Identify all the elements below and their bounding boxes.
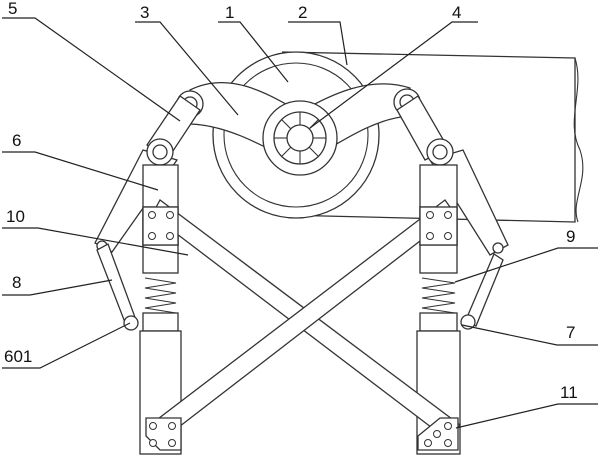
label-6: 6: [12, 131, 21, 150]
label-4: 4: [452, 3, 461, 22]
labels: 5 3 1 2 4 6 10 8 601 9 7 11: [4, 0, 578, 402]
hub: [262, 100, 338, 176]
label-10: 10: [6, 207, 25, 226]
lower-links: [96, 243, 504, 331]
label-3: 3: [140, 3, 149, 22]
label-2: 2: [298, 3, 307, 22]
label-601: 601: [4, 347, 32, 366]
cross-bars: [149, 199, 461, 441]
label-9: 9: [566, 227, 575, 246]
bolts: [148, 211, 452, 447]
label-5: 5: [8, 0, 17, 18]
label-7: 7: [566, 323, 575, 342]
label-8: 8: [12, 273, 21, 292]
leader-lines: [2, 17, 598, 429]
label-1: 1: [225, 3, 234, 22]
label-11: 11: [560, 383, 578, 402]
